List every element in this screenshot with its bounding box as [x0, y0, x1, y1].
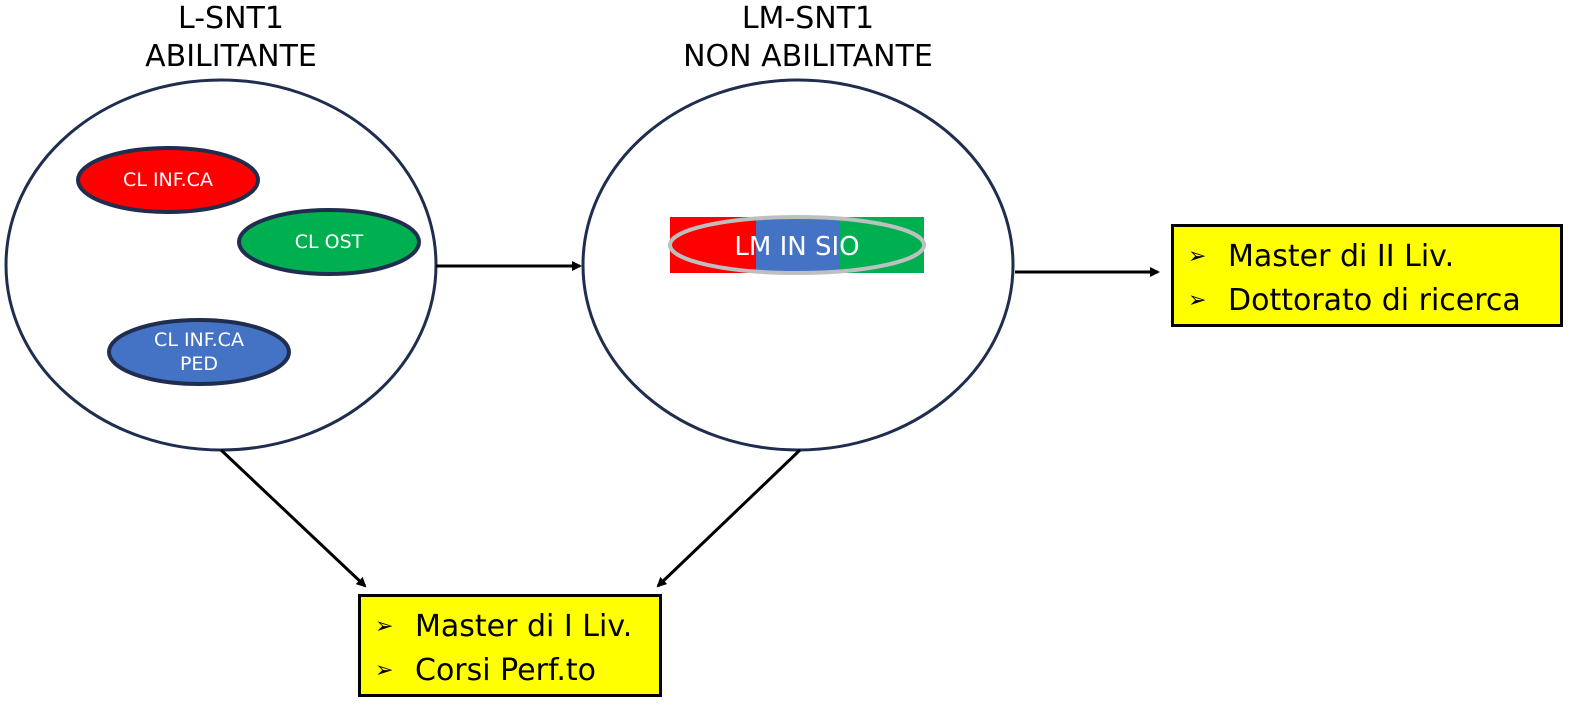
pill-cl-ost-label: CL OST	[294, 231, 364, 253]
lm-band-red	[670, 217, 756, 273]
lm-band-green	[840, 217, 924, 273]
arrow-left-to-bottom-box	[219, 448, 367, 588]
box-bottom-item-1: Master di I Liv.	[415, 609, 633, 644]
pill-cl-infca-label: CL INF.CA	[123, 169, 213, 191]
pill-cl-infca-ped-label-line1: CL INF.CA	[154, 329, 244, 351]
pill-cl-infca-ped-label-line2: PED	[179, 353, 219, 375]
arrow-bullet-icon: ➢	[375, 658, 394, 683]
arrow-bullet-icon: ➢	[375, 614, 394, 639]
list-item: ➢ Dottorato di ricerca	[1188, 279, 1546, 323]
arrow-bullet-icon: ➢	[1188, 288, 1207, 313]
pill-cl-ost-shape	[237, 208, 421, 276]
list-item: ➢ Corsi Perf.to	[375, 649, 645, 693]
box-bottom-list: ➢ Master di I Liv. ➢ Corsi Perf.to	[375, 605, 645, 693]
lm-ring	[668, 215, 926, 275]
box-bottom-item-2: Corsi Perf.to	[415, 653, 596, 688]
pill-cl-infca-ped: CL INF.CA PED	[109, 320, 289, 384]
arrow-bullet-icon: ➢	[1188, 244, 1207, 269]
lm-band-blue	[756, 217, 840, 273]
list-item: ➢ Master di II Liv.	[1188, 235, 1546, 279]
pill-cl-infca-ped-shape	[107, 318, 291, 386]
box-master-i-corsi: ➢ Master di I Liv. ➢ Corsi Perf.to	[358, 594, 662, 697]
pill-cl-ost: CL OST	[239, 210, 419, 274]
title-l-snt1-line1: L-SNT1	[178, 1, 284, 36]
title-lm-snt1: LM-SNT1 NON ABILITANTE	[658, 0, 958, 76]
box-master-ii-dottorato: ➢ Master di II Liv. ➢ Dottorato di ricerca	[1171, 224, 1563, 327]
box-right-item-2: Dottorato di ricerca	[1228, 283, 1521, 318]
title-l-snt1: L-SNT1 ABILITANTE	[121, 0, 341, 76]
title-l-snt1-line2: ABILITANTE	[145, 39, 317, 74]
lm-in-sio-label: LM IN SIO	[734, 232, 860, 262]
box-right-list: ➢ Master di II Liv. ➢ Dottorato di ricerca	[1188, 235, 1546, 323]
title-lm-snt1-line1: LM-SNT1	[741, 1, 875, 36]
box-right-item-1: Master di II Liv.	[1228, 239, 1455, 274]
title-lm-snt1-line2: NON ABILITANTE	[683, 39, 933, 74]
pill-cl-infca: CL INF.CA	[78, 148, 258, 212]
arrow-middle-to-bottom-box	[656, 448, 802, 588]
pill-cl-infca-shape	[76, 146, 260, 214]
list-item: ➢ Master di I Liv.	[375, 605, 645, 649]
